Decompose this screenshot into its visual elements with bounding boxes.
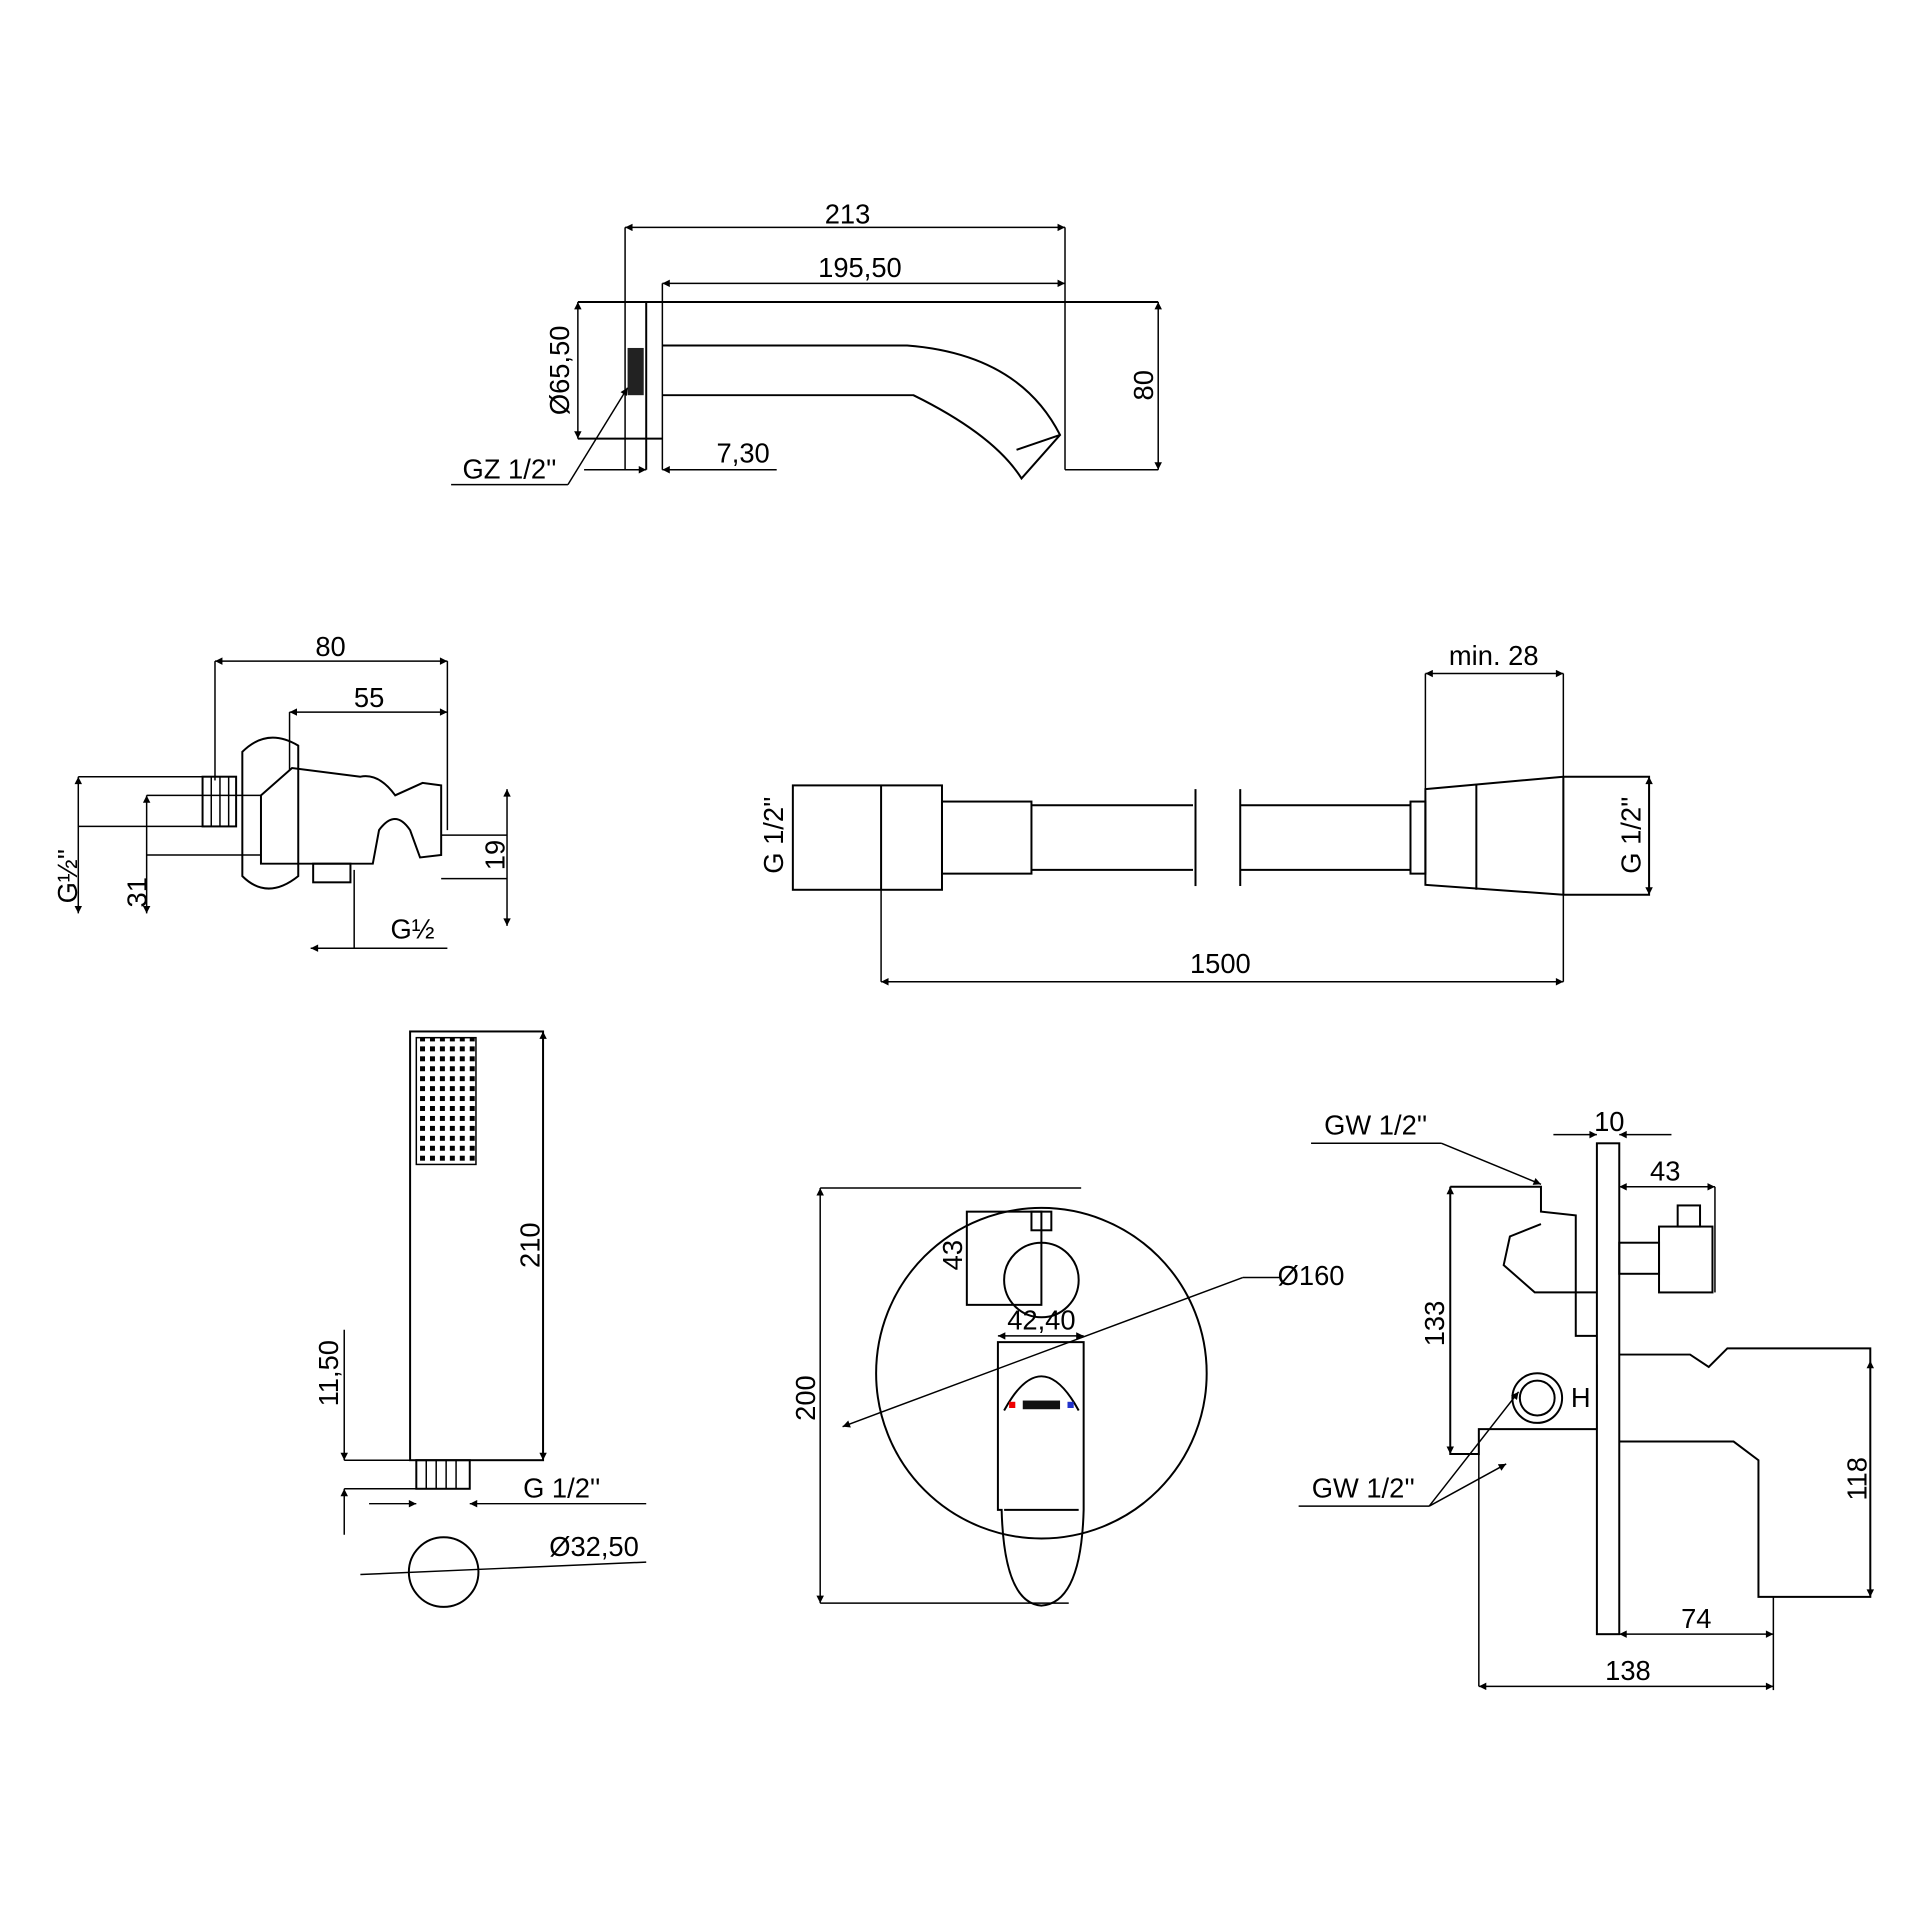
hose-holder-view: 80 55 G½'' 31 19 G½ — [52, 631, 511, 952]
spray-nozzles-icon — [415, 1036, 477, 1166]
dim-shower-length: 210 — [514, 1222, 545, 1268]
brand-logo — [1022, 1400, 1061, 1410]
hot-indicator — [1009, 1401, 1016, 1408]
holder-body — [259, 766, 443, 865]
label-holder-thread-bottom: G½ — [391, 913, 435, 944]
dim-plate-thickness: 10 — [1594, 1106, 1624, 1137]
dim-plate-diameter-160: Ø160 — [1278, 1260, 1345, 1291]
mixer-handle — [996, 1341, 1085, 1607]
cold-indicator — [1067, 1401, 1074, 1408]
holder-plate — [241, 736, 300, 890]
dim-body-height: 133 — [1419, 1301, 1450, 1347]
label-inlet-thread: GW 1/2'' — [1324, 1110, 1427, 1141]
dim-spout-projection: 195,50 — [818, 252, 902, 283]
hand-shower-view: 210 11,50 G 1/2'' Ø32,50 — [313, 1030, 647, 1608]
dim-handle-width: 42,40 — [1007, 1305, 1075, 1336]
dim-hose-length: 1500 — [1190, 948, 1251, 979]
hot-mark: H — [1571, 1382, 1591, 1413]
dim-holder-body: 55 — [354, 682, 384, 713]
handle-side — [1619, 1347, 1872, 1598]
mixer-side-view: 10 43 133 H 118 74 138 GW 1/2'' GW 1/2'' — [1298, 1106, 1875, 1691]
label-shower-thread: G 1/2'' — [523, 1472, 600, 1503]
dim-diverter: 43 — [937, 1240, 968, 1270]
dim-holder-width: 80 — [315, 631, 345, 662]
hose-view: min. 28 G 1/2'' G 1/2'' 1500 — [758, 640, 1653, 986]
diverter-knob — [1003, 1241, 1080, 1319]
dim-plate-size: 200 — [790, 1375, 821, 1421]
cover-plate — [875, 1206, 1208, 1540]
dim-plate-depth: 7,30 — [717, 437, 770, 468]
dim-shower-diameter: Ø32,50 — [549, 1531, 639, 1562]
spout-view: 213 195,50 Ø65,50 80 7,30 GZ 1/2'' — [451, 199, 1162, 486]
dim-diverter-depth: 43 — [1650, 1156, 1680, 1187]
dim-plate-diameter: Ø65,50 — [544, 326, 575, 416]
wall-plate — [1595, 1142, 1621, 1636]
dim-handle-height: 118 — [1842, 1457, 1873, 1501]
dim-handle-depth: 74 — [1681, 1603, 1711, 1634]
label-hose-thread-right: G 1/2'' — [1615, 796, 1646, 873]
dim-holder-thread: G½'' — [52, 849, 83, 903]
label-outlet-thread: GW 1/2'' — [1312, 1472, 1415, 1503]
mixer-front-view: 200 43 42,40 Ø160 — [790, 1187, 1345, 1607]
dim-shower-connector: 11,50 — [313, 1340, 344, 1406]
dim-total-depth: 138 — [1605, 1655, 1651, 1686]
dim-holder-19: 19 — [480, 840, 511, 870]
dim-holder-31: 31 — [122, 877, 153, 907]
label-thread-gz: GZ 1/2'' — [463, 453, 557, 484]
thread-icon — [627, 347, 644, 396]
dim-hose-min: min. 28 — [1449, 640, 1539, 671]
dim-spout-height: 80 — [1128, 370, 1159, 400]
label-hose-thread-left: G 1/2'' — [758, 796, 789, 873]
dim-spout-length: 213 — [825, 199, 871, 230]
